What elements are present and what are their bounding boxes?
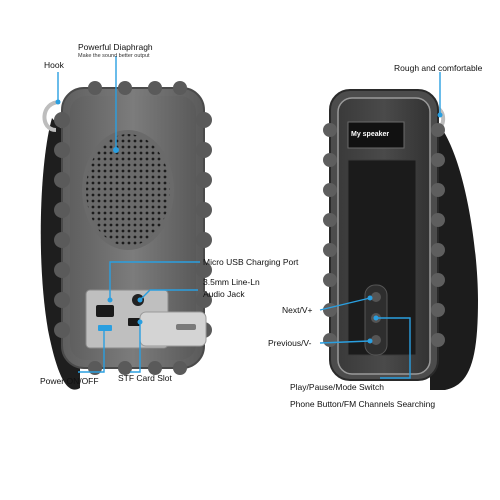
speaker-screen-label: My speaker [351,131,390,138]
callout-power: Power ON/OFF [40,376,99,386]
callout-rough: Rough and comfortable [394,63,483,73]
right-speaker-body [323,89,445,381]
callout-diaphragm-subtitle: Make the sound better output [78,53,150,59]
callout-previous: Previous/V- [268,338,312,348]
callout-usb: Micro USB Charging Port [203,257,299,267]
callout-jack-line1: 3.5mm Line-Ln [203,277,260,287]
callout-play: Play/Pause/Mode Switch [290,382,385,392]
left-strap-ring [42,100,61,132]
callout-hook: Hook [44,60,64,70]
callout-lines [57,56,441,379]
callout-stf: STF Card Slot [118,373,172,383]
callout-next: Next/V+ [282,305,313,315]
callout-phone: Phone Button/FM Channels Searching [290,399,436,409]
callout-jack-line2: Audio Jack [203,289,245,299]
left-speaker-body [54,81,212,375]
callout-dots [55,99,443,344]
callout-diaphragm-title: Powerful Diaphragh [78,42,153,52]
